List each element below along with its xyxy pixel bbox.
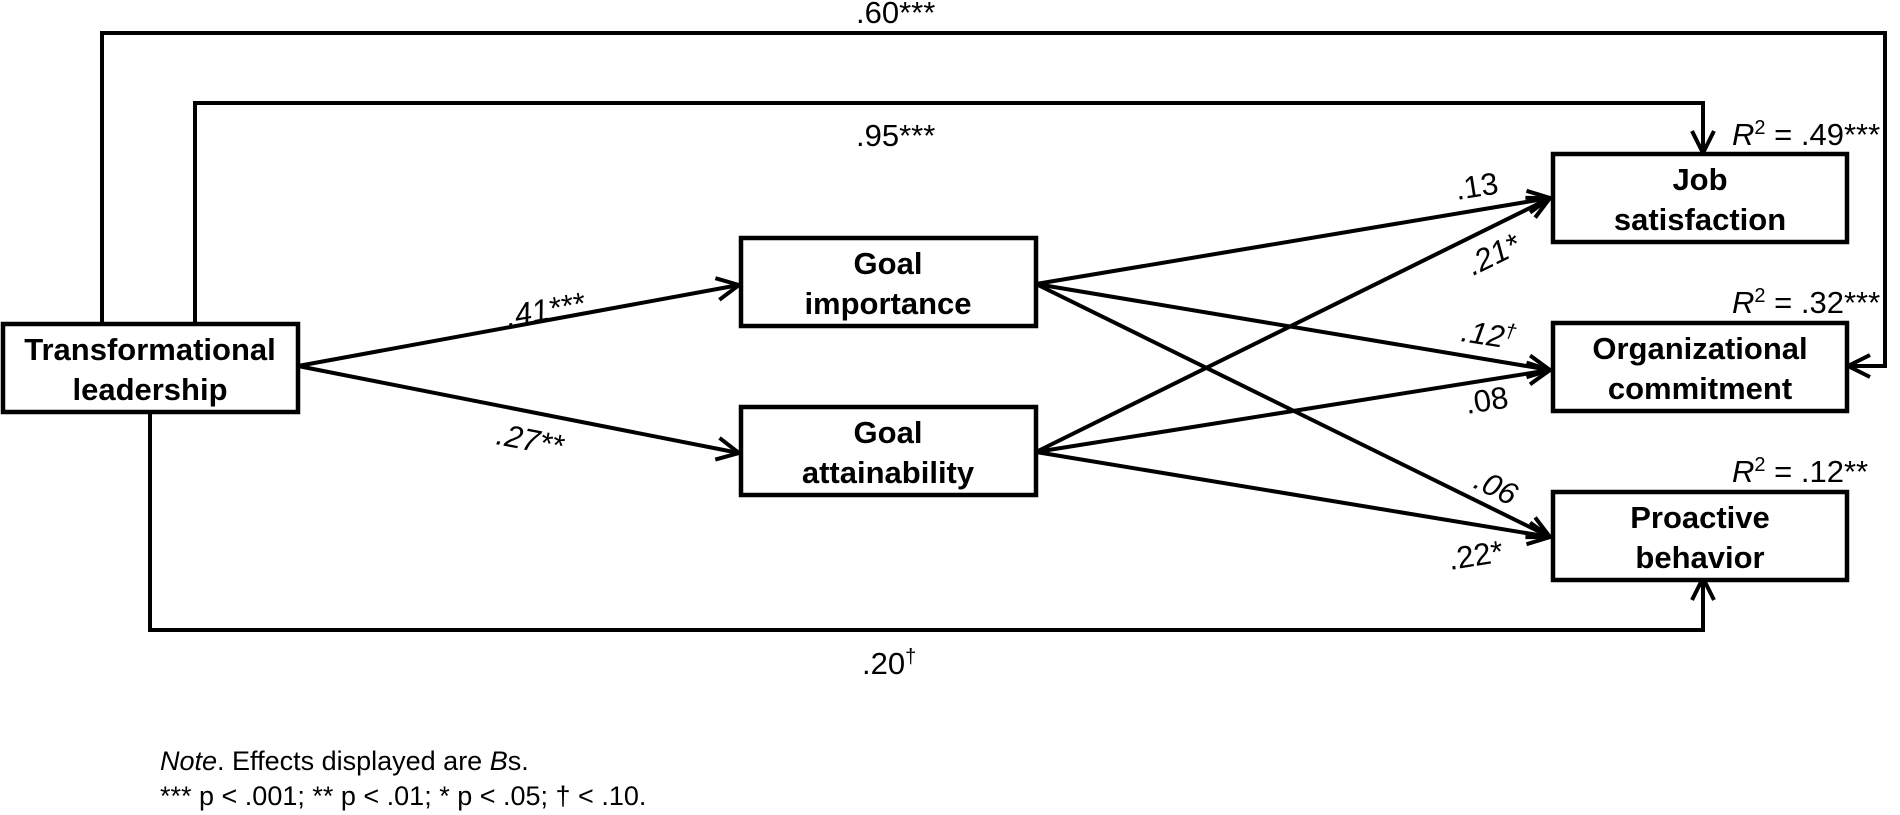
coef-tl-to-ga: .27** xyxy=(494,417,568,464)
path-tl-to-gi xyxy=(297,285,739,368)
svg-text:leadership: leadership xyxy=(72,372,227,407)
svg-text:Goal: Goal xyxy=(854,246,923,281)
node-organizational-commitment: Organizational commitment xyxy=(1550,320,1850,414)
coef-gi-to-oc: .12† xyxy=(1459,313,1518,356)
note-text-a: . Effects displayed are xyxy=(217,746,490,776)
svg-text:Goal: Goal xyxy=(854,415,923,450)
path-ga-to-js xyxy=(1035,198,1550,454)
svg-text:Organizational: Organizational xyxy=(1592,331,1807,366)
node-job-satisfaction: Job satisfaction xyxy=(1550,151,1850,245)
path-ga-to-pb xyxy=(1035,450,1550,537)
coef-tl-to-pb: .20† xyxy=(862,646,916,681)
path-tl-to-js xyxy=(193,101,1703,323)
svg-text:attainability: attainability xyxy=(802,455,975,490)
coef-ga-to-oc: .08 xyxy=(1463,380,1511,421)
path-tl-to-ga xyxy=(297,364,739,453)
svg-text:commitment: commitment xyxy=(1608,371,1792,406)
note-text-b: s. xyxy=(507,746,529,776)
svg-text:importance: importance xyxy=(804,286,971,321)
coef-ga-to-js: .21* xyxy=(1461,226,1527,282)
r-squared-job-satisfaction: R2 = .49*** xyxy=(1732,117,1880,152)
coef-tl-to-oc: .60*** xyxy=(856,0,935,30)
node-goal-attainability: Goal attainability xyxy=(738,404,1039,498)
svg-text:behavior: behavior xyxy=(1635,540,1764,575)
coef-gi-to-js: .13 xyxy=(1453,166,1501,207)
coef-tl-to-gi: .41*** xyxy=(503,285,588,333)
coef-tl-to-js: .95*** xyxy=(856,118,935,153)
r-squared-organizational-commitment: R2 = .32*** xyxy=(1732,285,1880,320)
note-line-1: Note. Effects displayed are Bs. xyxy=(160,745,529,777)
note-line-2: *** p < .001; ** p < .01; * p < .05; † <… xyxy=(160,781,647,811)
path-tl-to-oc xyxy=(100,31,1887,366)
node-transformational-leadership: Transformational leadership xyxy=(0,321,301,415)
coef-ga-to-pb: .22* xyxy=(1446,534,1506,577)
coef-gi-to-pb: .06 xyxy=(1469,462,1524,513)
path-tl-to-pb xyxy=(148,412,1703,632)
r-squared-proactive-behavior: R2 = .12** xyxy=(1732,454,1868,489)
path-gi-to-js xyxy=(1035,198,1550,286)
svg-text:satisfaction: satisfaction xyxy=(1614,202,1786,237)
svg-text:Job: Job xyxy=(1672,162,1727,197)
svg-text:Proactive: Proactive xyxy=(1630,500,1770,535)
path-ga-to-oc xyxy=(1035,370,1550,454)
note-word: Note xyxy=(160,746,218,776)
node-proactive-behavior: Proactive behavior xyxy=(1550,489,1850,583)
svg-text:Transformational: Transformational xyxy=(24,332,276,367)
node-goal-importance: Goal importance xyxy=(738,235,1039,329)
note-b-word: B xyxy=(489,746,508,776)
